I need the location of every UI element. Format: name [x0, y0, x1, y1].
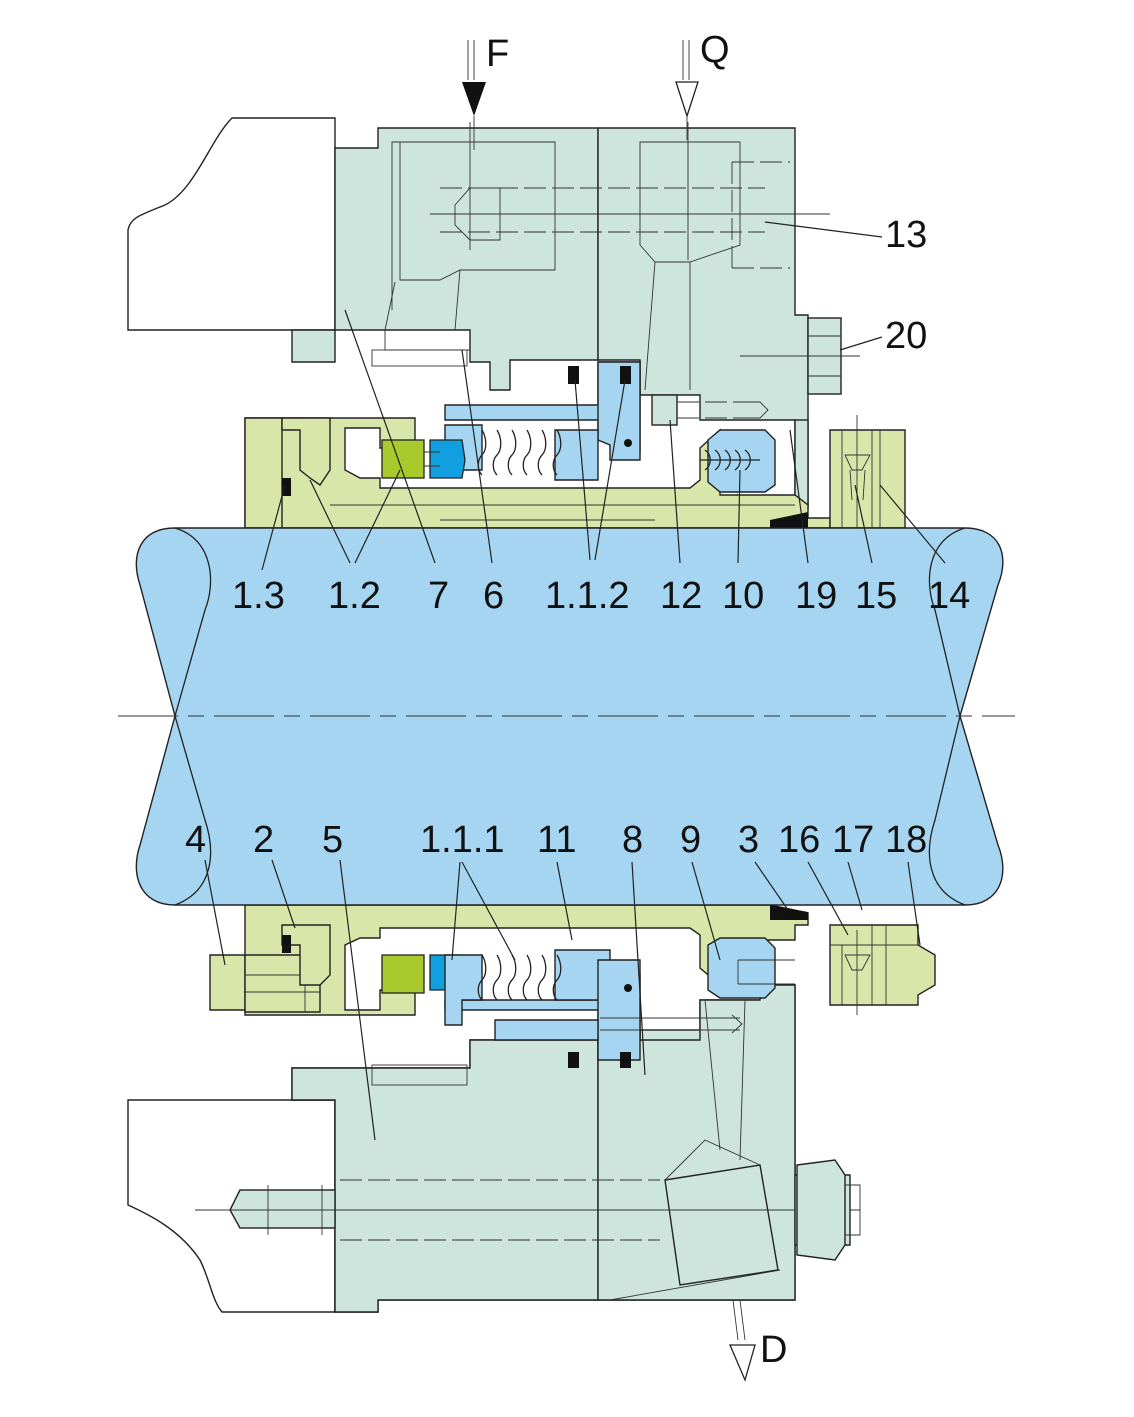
part-label-8: 8: [622, 819, 643, 861]
part-label-3: 3: [738, 819, 759, 861]
flush-inlet-arrow: [462, 40, 486, 150]
part-label-1-1-2: 1.1.2: [545, 575, 630, 617]
part-label-13: 13: [885, 214, 927, 256]
pump-wall-top: [127, 117, 336, 331]
quench-inlet-arrow: [675, 40, 699, 140]
part-label-16: 16: [778, 819, 820, 861]
drain-label: D: [760, 1329, 787, 1371]
part-label-4: 4: [185, 819, 206, 861]
part-label-14: 14: [928, 575, 970, 617]
part-label-5: 5: [322, 819, 343, 861]
part-label-6: 6: [483, 575, 504, 617]
part-label-9: 9: [680, 819, 701, 861]
quench-label: Q: [700, 29, 730, 71]
part-label-1-3: 1.3: [232, 575, 285, 617]
part-label-2: 2: [253, 819, 274, 861]
part-label-18: 18: [885, 819, 927, 861]
part-label-12: 12: [660, 575, 702, 617]
part-label-1-1-1: 1.1.1: [420, 819, 505, 861]
housing-top-left: [291, 127, 599, 391]
flush-label: F: [486, 33, 509, 75]
part-label-17: 17: [832, 819, 874, 861]
part-label-1-2: 1.2: [328, 575, 381, 617]
part-label-19: 19: [795, 575, 837, 617]
part-label-7: 7: [428, 575, 449, 617]
part-label-11: 11: [537, 819, 576, 861]
leader-lines: [204, 221, 946, 1141]
part-label-15: 15: [855, 575, 897, 617]
drain-outlet-arrow: [729, 1299, 756, 1382]
part-label-10: 10: [722, 575, 764, 617]
part-label-20: 20: [885, 315, 927, 357]
